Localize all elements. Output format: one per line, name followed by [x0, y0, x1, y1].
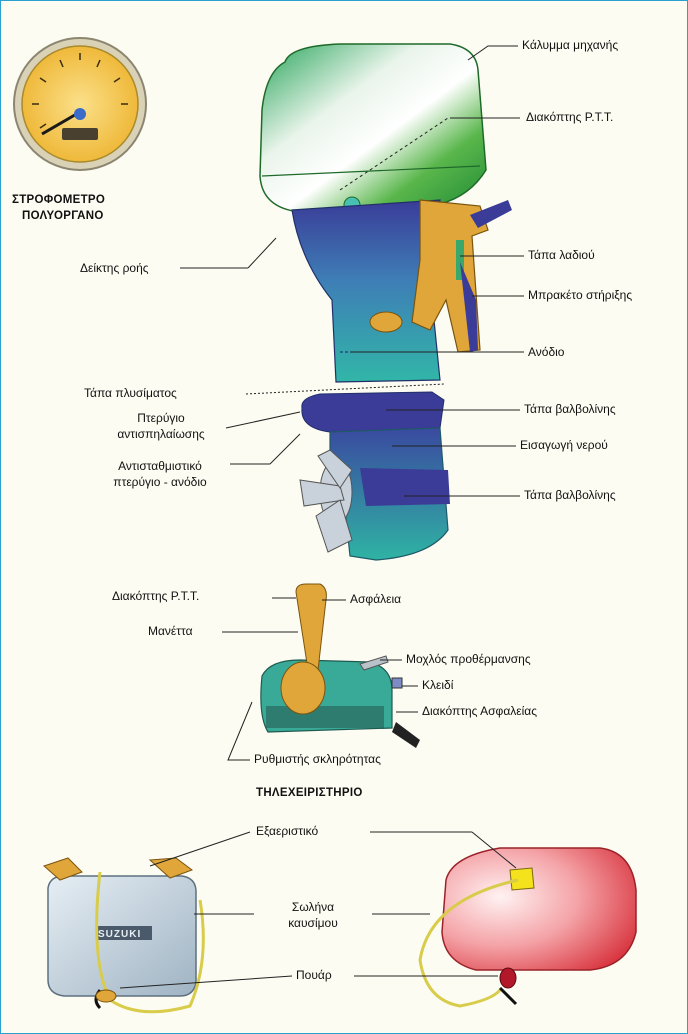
label-oil-cap: Τάπα λαδιού [528, 248, 595, 263]
label-remote-ptt: Διακόπτης Ρ.Τ.Τ. [112, 589, 199, 604]
label-flush-plug: Τάπα πλυσίματος [84, 386, 177, 401]
label-vent: Εξαεριστικό [256, 824, 318, 839]
label-anode: Ανόδιο [528, 345, 564, 360]
label-anti-cavitation-2: αντισπηλαίωσης [96, 427, 226, 442]
tank-brand-text: SUZUKI [98, 927, 141, 942]
label-primer-bulb: Πουάρ [296, 968, 332, 983]
fuel-tank-red [420, 848, 636, 1006]
remote-control [261, 584, 420, 748]
label-fuel-hose-1: Σωλήνα [258, 900, 368, 915]
label-warmup-lever: Μοχλός προθέρμανσης [406, 652, 531, 667]
gauge-caption-line1: ΣΤΡΟΦΟΜΕΤΡΟ [12, 193, 105, 208]
label-bracket: Μπρακέτο στήριξης [528, 288, 632, 303]
label-engine-cover: Κάλυμμα μηχανής [522, 38, 618, 53]
label-fuel-hose-2: καυσίμου [258, 916, 368, 931]
label-tension-adjuster: Ρυθμιστής σκληρότητας [254, 752, 381, 767]
label-remote-lock: Ασφάλεια [350, 592, 401, 607]
label-key: Κλειδί [422, 678, 453, 693]
label-safety-switch: Διακόπτης Ασφαλείας [422, 704, 537, 719]
label-flow-indicator: Δείκτης ροής [80, 261, 149, 276]
label-ptt-switch: Διακόπτης Ρ.Τ.Τ. [526, 110, 613, 125]
label-trim-tab-1: Αντισταθμιστικό [90, 459, 230, 474]
label-trim-tab-2: πτερύγιο - ανόδιο [90, 475, 230, 490]
label-remote-handle: Μανέττα [148, 624, 193, 639]
gauge-caption-line2: ΠΟΛΥΟΡΓΑΝΟ [22, 209, 104, 224]
outboard-engine [260, 44, 512, 560]
label-anti-cavitation-1: Πτερύγιο [96, 411, 226, 426]
remote-caption: ΤΗΛΕΧΕΙΡΙΣΤΗΡΙΟ [256, 786, 363, 801]
label-water-intake: Εισαγωγή νερού [520, 438, 608, 453]
tachometer-gauge [14, 38, 146, 170]
label-gear-oil-plug-lower: Τάπα βαλβολίνης [524, 488, 616, 503]
label-gear-oil-plug-upper: Τάπα βαλβολίνης [524, 402, 616, 417]
